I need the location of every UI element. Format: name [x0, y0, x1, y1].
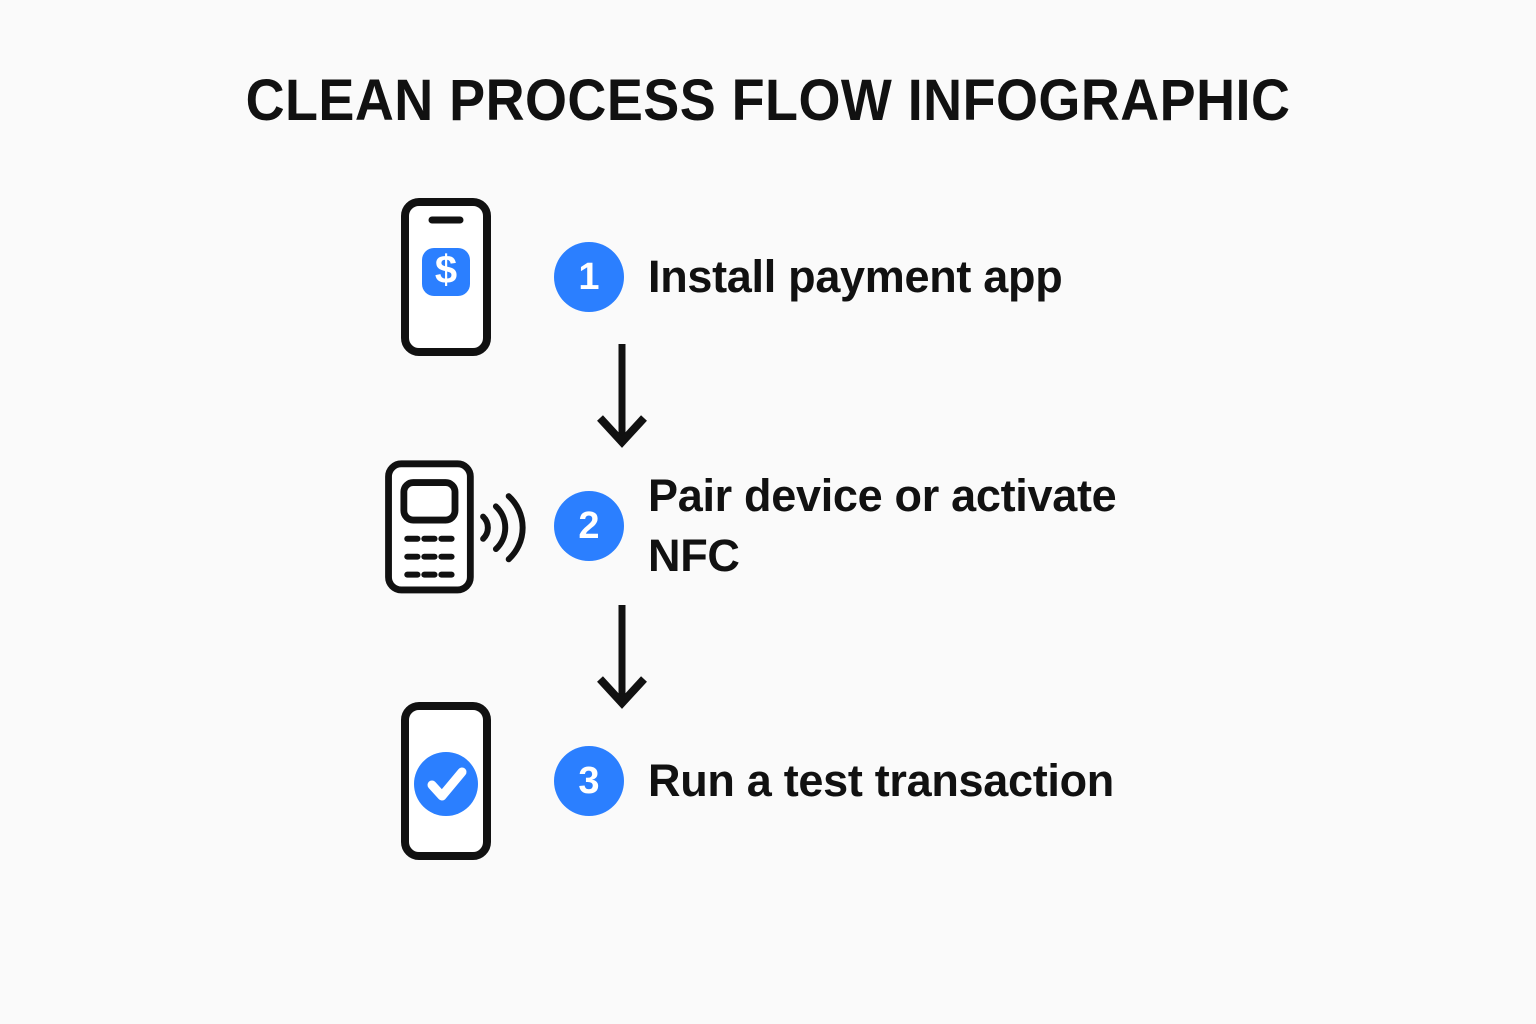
step-row: $ 1 Install payment app [380, 196, 1063, 358]
page-title: CLEAN PROCESS FLOW INFOGRAPHIC [245, 68, 1291, 133]
step-row: 3 Run a test transaction [380, 700, 1114, 862]
step-row: 2 Pair device or activate NFC [380, 445, 1188, 607]
card-terminal-nfc-icon [385, 460, 526, 594]
arrow-step1-to-step2 [592, 342, 652, 450]
step-icon-slot [380, 700, 530, 862]
down-arrow-icon [597, 605, 647, 709]
down-arrow-icon [597, 344, 647, 448]
svg-text:$: $ [435, 248, 457, 292]
step-label: Install payment app [648, 251, 1063, 303]
arrow-step2-to-step3 [592, 603, 652, 711]
step-icon-slot [380, 445, 530, 607]
step-icon-slot: $ [380, 196, 530, 358]
step-badge-slot: 2 [530, 491, 648, 561]
step-badge-slot: 1 [530, 242, 648, 312]
phone-dollar-icon: $ [401, 198, 491, 356]
step-badge-slot: 3 [530, 746, 648, 816]
phone-check-icon [401, 702, 491, 860]
step-number-badge: 1 [554, 242, 624, 312]
step-number-badge: 3 [554, 746, 624, 816]
step-label: Pair device or activate NFC [648, 470, 1117, 581]
nfc-waves-icon [480, 493, 526, 563]
step-number-badge: 2 [554, 491, 624, 561]
step-label: Run a test transaction [648, 755, 1114, 807]
